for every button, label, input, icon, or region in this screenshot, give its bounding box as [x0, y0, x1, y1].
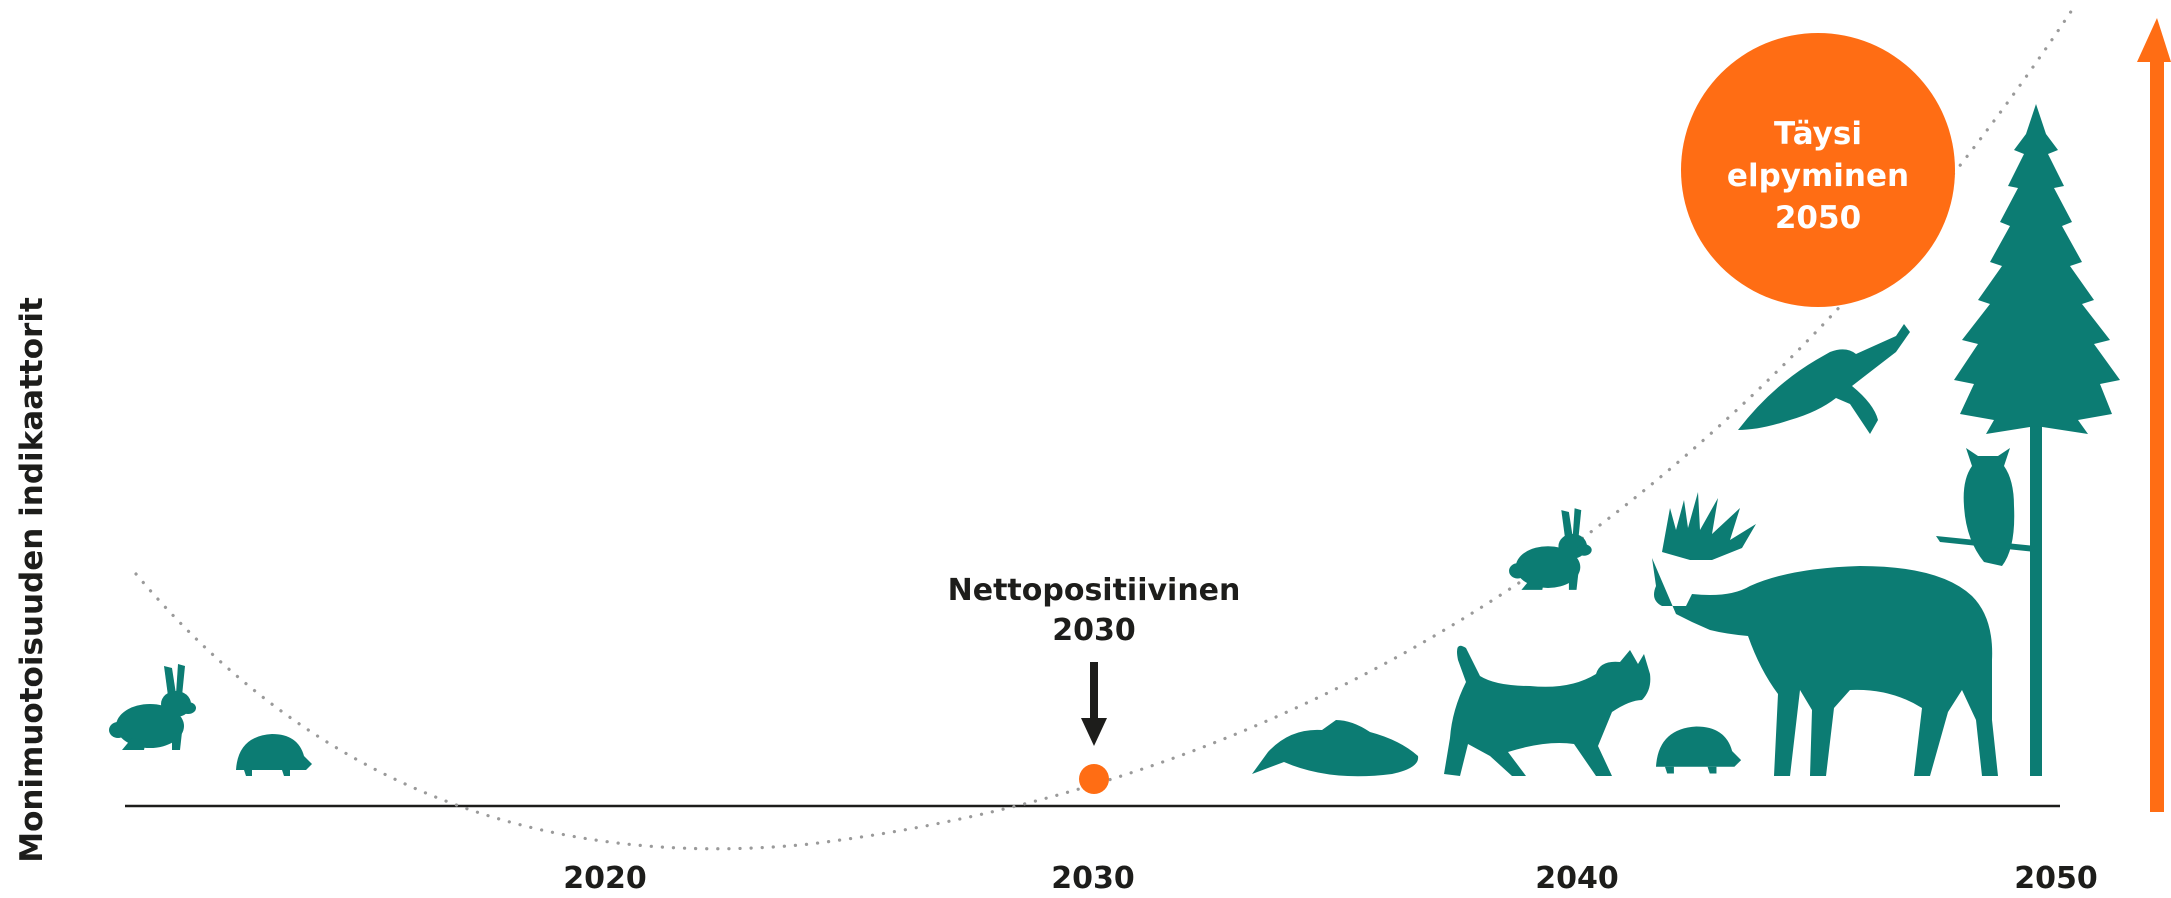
goal-badge: Täysi elpyminen 2050 — [1681, 33, 1955, 307]
milestone-year: 2030 — [1052, 613, 1136, 648]
y-axis-label: Monimuotoisuuden indikaattorit — [14, 297, 50, 863]
lynx-icon — [1444, 645, 1651, 776]
goal-line-1: Täysi — [1774, 116, 1862, 152]
x-axis-ticks: 2020 2030 2040 2050 — [563, 861, 2098, 896]
x-tick-label: 2040 — [1535, 861, 1619, 894]
goal-line-3: 2050 — [1775, 200, 1861, 236]
milestone-annotation: Nettopositiivinen 2030 — [948, 573, 1241, 794]
salmon-icon — [1250, 720, 1419, 777]
eagle-icon — [1738, 324, 1910, 434]
hedgehog-icon — [1656, 726, 1742, 774]
milestone-title: Nettopositiivinen — [948, 573, 1241, 608]
x-tick-label: 2030 — [1051, 861, 1135, 894]
owl-icon — [1936, 448, 2036, 566]
y-axis-arrow — [2137, 18, 2171, 812]
x-tick-label: 2020 — [563, 861, 647, 894]
hedgehog-icon — [236, 734, 312, 776]
hare-icon — [109, 664, 196, 750]
biodiversity-trajectory-curve — [134, 8, 2074, 851]
down-arrow-icon — [1081, 662, 1107, 746]
x-tick-label: 2050 — [2014, 861, 2098, 894]
milestone-marker — [1079, 764, 1109, 794]
moose-icon — [1652, 492, 1998, 776]
goal-line-2: elpyminen — [1727, 158, 1909, 194]
spruce-tree-icon — [1954, 104, 2120, 776]
hare-icon — [1509, 508, 1592, 590]
